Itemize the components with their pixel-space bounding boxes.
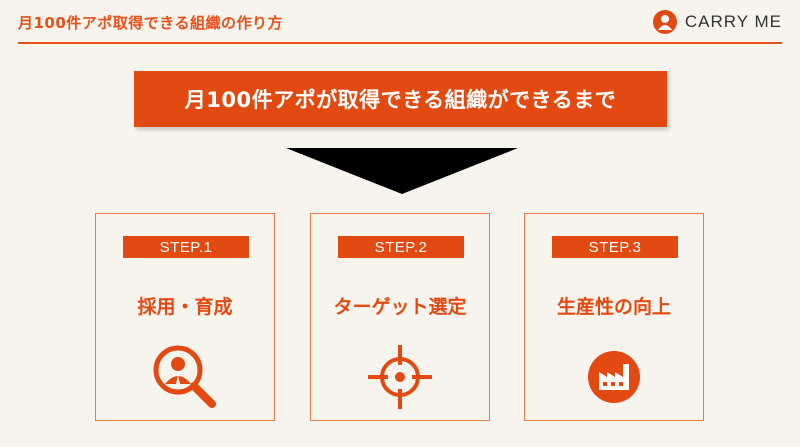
step-title: 生産性の向上 <box>556 296 671 318</box>
down-arrow-icon <box>286 148 518 194</box>
step-badge: STEP.2 <box>338 236 464 258</box>
step-card-2: STEP.2 ターゲット選定 <box>310 213 490 421</box>
step-card-1: STEP.1 採用・育成 <box>95 213 275 421</box>
brand: CARRY ME <box>652 10 782 34</box>
banner-text: 月100件アポが取得できる組織ができるまで <box>184 88 617 112</box>
header-divider <box>18 42 782 44</box>
person-magnifier-icon <box>153 345 216 408</box>
step-title: ターゲット選定 <box>333 296 467 318</box>
slide-title: 月100件アポ取得できる組織の作り方 <box>18 14 284 32</box>
step-title: 採用・育成 <box>137 296 233 318</box>
carry-me-logo-icon <box>652 10 677 34</box>
main-banner: 月100件アポが取得できる組織ができるまで <box>134 71 667 127</box>
step-badge: STEP.1 <box>123 236 249 258</box>
factory-icon <box>588 351 640 403</box>
brand-name: CARRY ME <box>684 12 782 31</box>
step-badge: STEP.3 <box>552 236 678 258</box>
crosshair-target-icon <box>368 345 432 409</box>
step-card-3: STEP.3 生産性の向上 <box>524 213 704 421</box>
